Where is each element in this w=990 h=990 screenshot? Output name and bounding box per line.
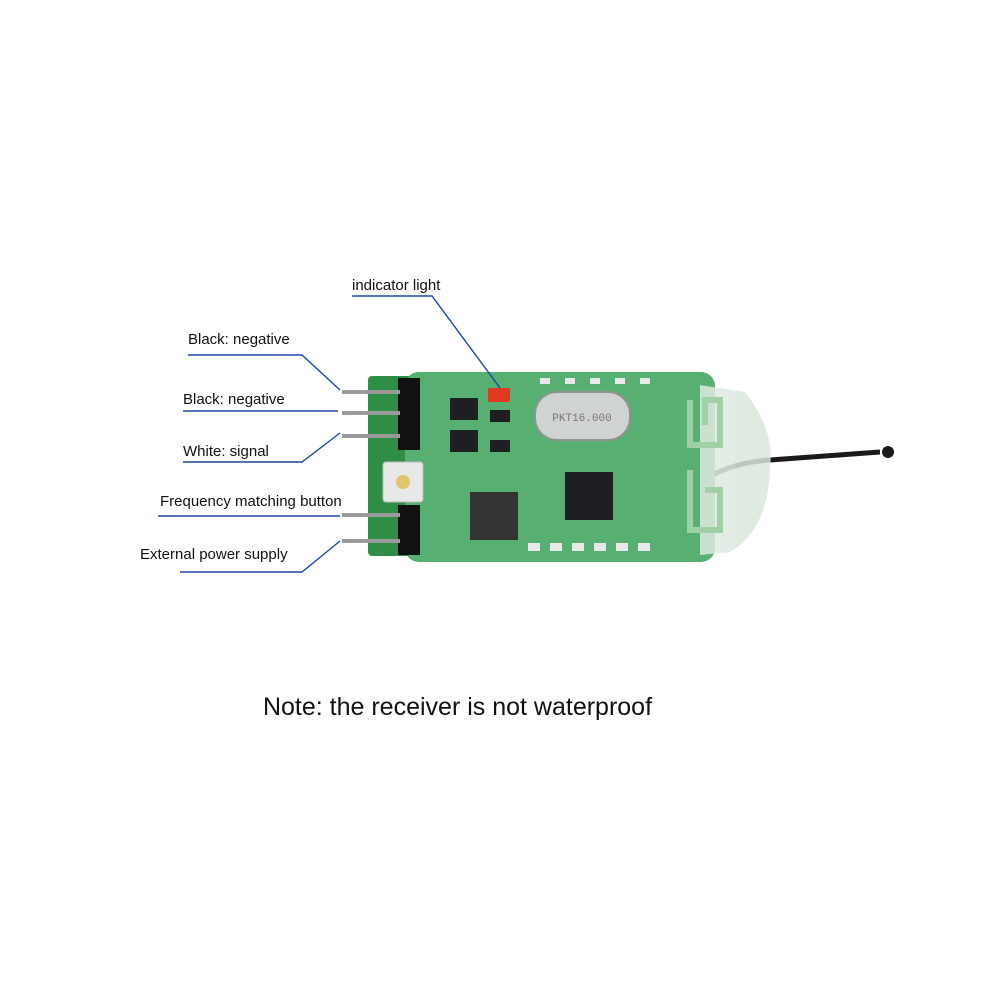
callout-black-negative-2: Black: negative <box>183 391 285 408</box>
servo-header <box>398 378 420 450</box>
callout-external-power: External power supply <box>140 546 288 563</box>
callout-frequency-button: Frequency matching button <box>160 493 342 510</box>
rf-chip <box>565 472 613 520</box>
svg-text:PKT16.000: PKT16.000 <box>552 413 611 425</box>
waterproof-note: Note: the receiver is not waterproof <box>262 693 653 721</box>
callout-indicator-light: indicator light <box>352 277 441 294</box>
power-header <box>398 505 420 555</box>
callout-black-negative-1: Black: negative <box>188 331 290 348</box>
callout-white-signal: White: signal <box>183 443 269 460</box>
crystal-oscillator <box>534 391 631 441</box>
leader-lines <box>158 295 501 573</box>
led-indicator <box>488 388 510 402</box>
